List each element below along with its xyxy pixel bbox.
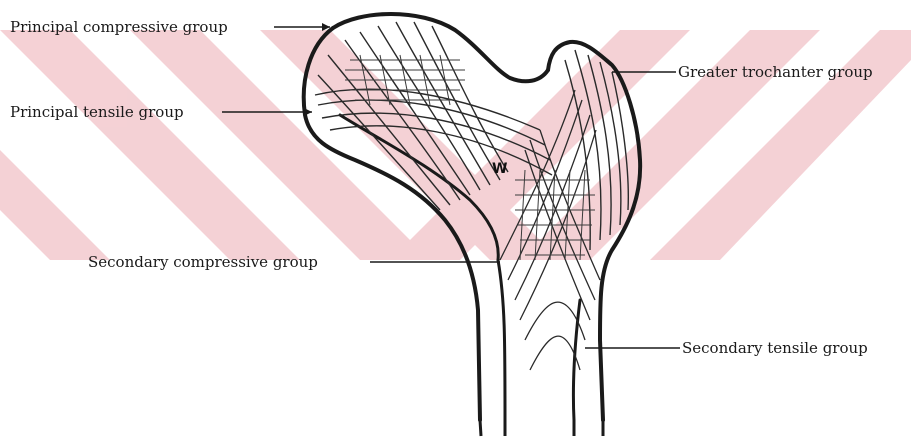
label-principal-tensile-group: Principal tensile group [10, 104, 184, 120]
label-secondary-tensile-group: Secondary tensile group [682, 340, 868, 356]
label-greater-trochanter-group: Greater trochanter group [678, 64, 873, 80]
arrowhead-principal-tensile [304, 108, 312, 116]
label-principal-compressive-group: Principal compressive group [10, 19, 228, 35]
label-wards-triangle: W [492, 161, 507, 177]
label-secondary-compressive-group: Secondary compressive group [88, 254, 318, 270]
shaft-base [480, 420, 603, 436]
